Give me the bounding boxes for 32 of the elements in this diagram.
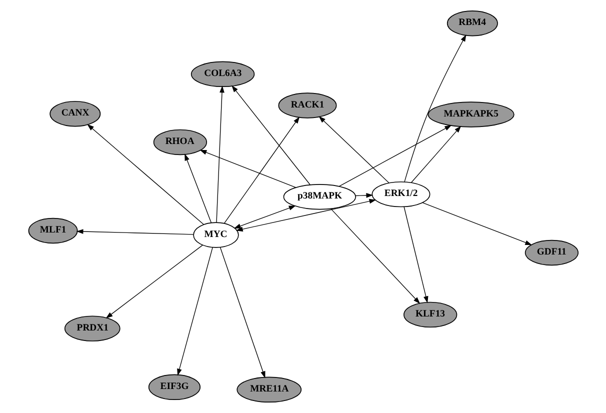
node-ellipse: MLF1: [28, 218, 78, 244]
node-ellipse: KLF13: [403, 302, 457, 328]
arrow: [219, 247, 265, 378]
node-ellipse: RACK1: [278, 92, 336, 118]
node-ellipse: PRDX1: [64, 316, 120, 342]
node-ellipse: RBM4: [446, 10, 498, 36]
arrow: [233, 206, 296, 228]
node-ellipse: MAPKAPK5: [427, 102, 514, 128]
arrow: [231, 85, 310, 185]
arrow: [422, 202, 532, 246]
arrow: [235, 198, 376, 232]
arrow: [184, 154, 212, 224]
arrow: [105, 244, 202, 318]
node-ellipse: COL6A3: [190, 61, 254, 87]
arrow: [223, 116, 300, 224]
arrow: [216, 86, 224, 223]
arrow: [76, 229, 194, 235]
arrow: [354, 192, 373, 198]
arrow: [318, 116, 389, 184]
node-ellipse: MRE11A: [236, 376, 302, 403]
node-ellipse: CANX: [49, 100, 100, 127]
arrow: [86, 124, 204, 225]
arrow: [404, 34, 466, 182]
node-ellipse: MYC: [192, 222, 238, 248]
arrow: [410, 126, 461, 183]
arrow: [199, 150, 296, 188]
arrow: [176, 247, 212, 376]
node-ellipse: EIF3G: [148, 374, 200, 400]
node-ellipse: ERK1/2: [371, 181, 430, 208]
arrow: [338, 125, 452, 187]
arrow: [330, 208, 420, 304]
arrow: [403, 206, 428, 304]
